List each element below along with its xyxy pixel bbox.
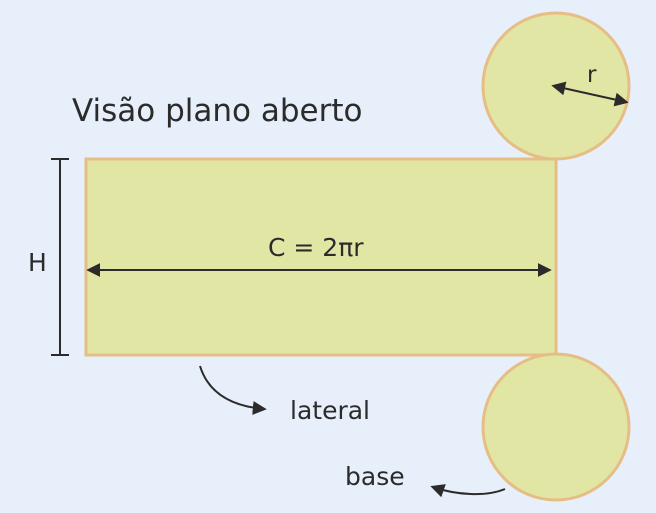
lateral-pointer-arrow — [199, 365, 267, 415]
height-dimension — [51, 158, 69, 356]
base-label: base — [345, 462, 405, 491]
height-label: H — [28, 248, 47, 277]
lateral-surface-rectangle — [84, 157, 558, 357]
diagram-title: Visão plano aberto — [72, 93, 362, 129]
radius-arrow — [551, 81, 629, 107]
base-pointer-arrow — [430, 484, 506, 498]
bottom-base-circle — [481, 352, 631, 502]
lateral-label: lateral — [290, 396, 370, 425]
circumference-label: C = 2πr — [268, 233, 364, 262]
radius-label: r — [587, 62, 597, 88]
